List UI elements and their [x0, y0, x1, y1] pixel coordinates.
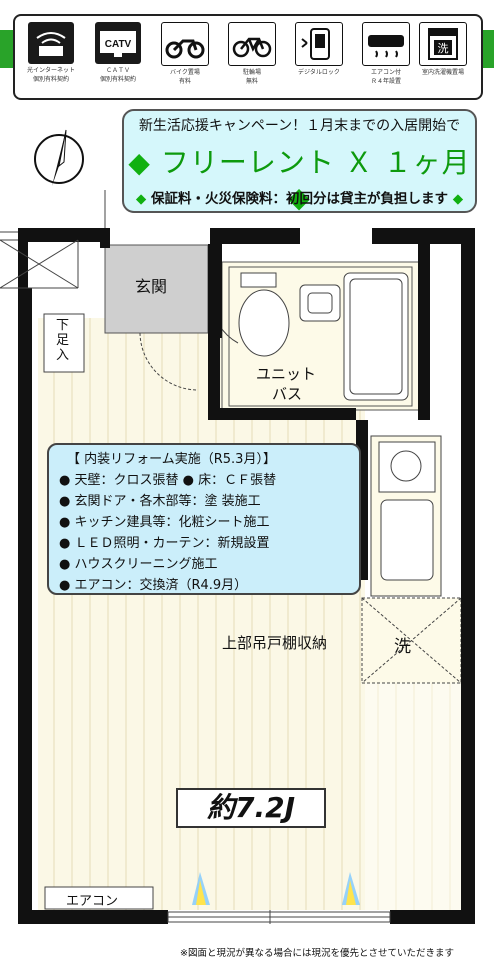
- aircon-label: エアコン: [66, 894, 119, 909]
- stove: [390, 450, 422, 482]
- banner-subtext: ◆ 保証料・火災保険料：初回分は貸主が負担します ◆: [124, 187, 475, 207]
- campaign-banner: 新生活応援キャンペーン！１月末までの入居開始で ◆ フリーレント Ｘ １ヶ月 ◆…: [122, 109, 477, 214]
- motorcycle-icon: [165, 39, 205, 59]
- entrance-area: [104, 244, 209, 334]
- walls: [18, 228, 475, 924]
- shoe-box-label: 下足入: [56, 318, 70, 363]
- amenity-washer: 洗 室内洗濯機置場: [413, 22, 473, 77]
- amenity-line1: 光インターネット: [26, 67, 75, 74]
- toilet: [238, 289, 290, 357]
- amenity-internet: 光インターネット 個別有料契約: [21, 22, 81, 84]
- main-room-size: 約7.2J: [176, 788, 326, 828]
- amenity-line2: 有料: [178, 78, 191, 85]
- free-rent-text: フリーレント Ｘ １ヶ月: [160, 146, 471, 179]
- shoe-box: [43, 313, 85, 373]
- storage-label: 上部吊戸棚収納: [222, 634, 328, 652]
- bathtub: [343, 272, 409, 401]
- svg-text:洗: 洗: [438, 42, 449, 55]
- diamond-icon: ◆: [448, 191, 464, 207]
- amenity-line2: 個別有料契約: [32, 76, 69, 83]
- amenity-line1: エアコン付: [370, 69, 401, 76]
- info-item: ● ハウスクリーニング施工: [59, 557, 218, 572]
- amenity-aircon: エアコン付 Ｒ４年設置: [356, 22, 416, 86]
- washer-icon: 洗: [428, 28, 458, 60]
- amenity-line1: 駐輪場: [242, 69, 261, 76]
- unit-bath-label-2: バス: [272, 385, 303, 403]
- amenity-panel: 光インターネット 個別有料契約 CATV ＣＡＴＶ 個別有料契約 バイク置場 有…: [13, 14, 483, 100]
- amenity-line1: デジタルロック: [298, 69, 340, 76]
- amenity-line2: 無料: [245, 78, 258, 85]
- bicycle-icon: [232, 37, 272, 58]
- amenity-line1: バイク置場: [170, 69, 200, 76]
- washer-label: 洗: [394, 637, 411, 657]
- amenity-line1: 室内洗濯機置場: [421, 69, 464, 76]
- kitchen-sink: [380, 499, 434, 581]
- bath-sink: [299, 284, 341, 322]
- window: [167, 910, 391, 924]
- banner-headline: 新生活応援キャンペーン！１月末までの入居開始で: [138, 118, 461, 134]
- footnote: ※図面と現況が異なる場合には現況を優先とさせていただきます: [180, 948, 454, 959]
- amenity-motorcycle: バイク置場 有料: [155, 22, 215, 86]
- internet-icon: [36, 32, 66, 56]
- renovation-info-box: 【 内装リフォーム実施（R5.3月）】 ● 天壁：クロス張替 ● 床：ＣＦ張替 …: [47, 443, 361, 595]
- banner-free-rent: ◆ フリーレント Ｘ １ヶ月 ◆: [124, 141, 475, 214]
- aircon-unit: [44, 886, 154, 910]
- info-title: 【 内装リフォーム実施（R5.3月）】: [67, 452, 276, 467]
- digital-lock-icon: [301, 28, 330, 60]
- amenity-digital-lock: デジタルロック: [289, 22, 349, 77]
- svg-text:CATV: CATV: [105, 39, 132, 50]
- info-item: ● 天壁：クロス張替 ● 床：ＣＦ張替: [59, 473, 277, 488]
- amenity-line2: Ｒ４年設置: [370, 78, 401, 85]
- info-item: ● キッチン建具等：化粧シート施工: [59, 515, 270, 530]
- info-item: ● エアコン：交換済（R4.9月）: [59, 578, 248, 593]
- unit-bath-label-1: ユニット: [256, 365, 317, 383]
- banner-subtext-label: 保証料・火災保険料：初回分は貸主が負担します: [151, 191, 448, 207]
- amenity-bicycle: 駐輪場 無料: [222, 22, 282, 86]
- diamond-icon: ◆: [128, 146, 161, 179]
- entrance-label: 玄関: [135, 277, 168, 296]
- air-conditioner-icon: [368, 35, 404, 58]
- amenity-catv: CATV ＣＡＴＶ 個別有料契約: [88, 22, 148, 84]
- diamond-icon: ◆: [288, 181, 311, 214]
- catv-icon: CATV: [100, 31, 136, 57]
- amenity-line2: 個別有料契約: [99, 76, 136, 83]
- info-item: ● 玄関ドア・各木部等：塗 装施工: [59, 494, 261, 509]
- north-compass-icon: [34, 129, 84, 186]
- amenity-line1: ＣＡＴＶ: [105, 67, 130, 74]
- info-item: ● ＬＥＤ照明・カーテン：新規設置: [59, 536, 270, 551]
- diamond-icon: ◆: [135, 191, 151, 207]
